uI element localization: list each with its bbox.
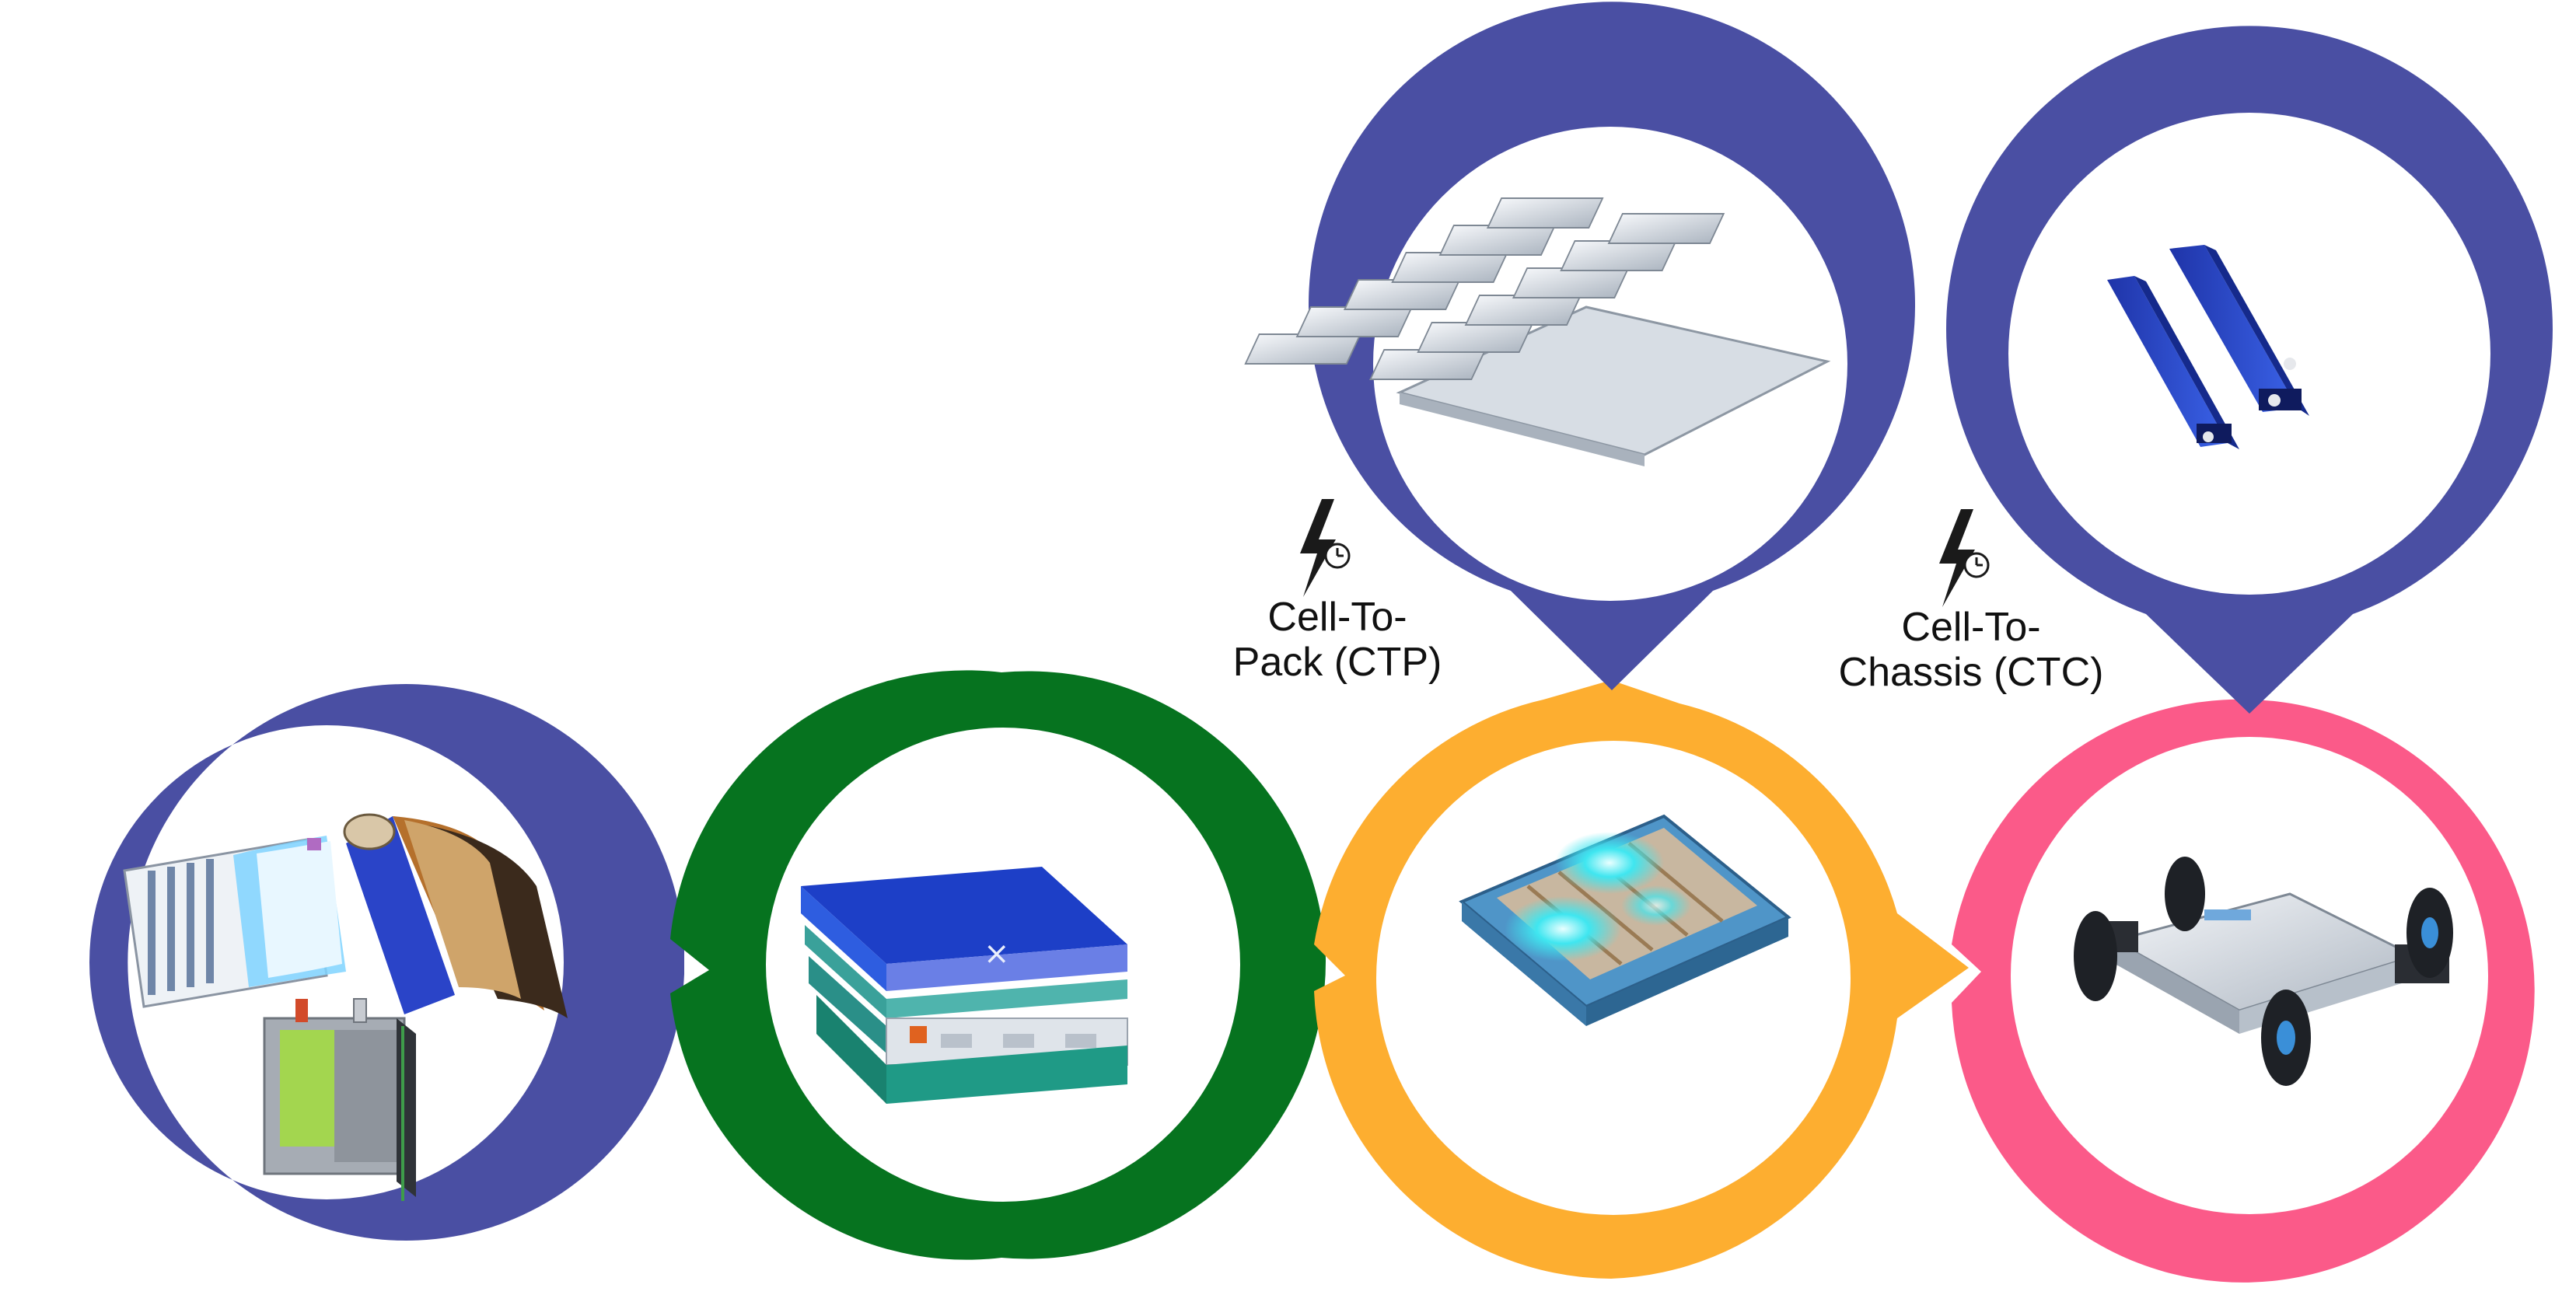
battery-pack-icon: [1459, 814, 1791, 1026]
blade-cells-icon: [2107, 245, 2309, 449]
svg-text:×: ×: [984, 936, 1010, 972]
ctp-inset-ring: [1309, 2, 1916, 690]
battery-cell-types-icon: [123, 813, 568, 1201]
chassis-node: [1952, 699, 2535, 1283]
ctc-label: Cell-To- Chassis (CTC): [1816, 605, 2127, 695]
ctc-label-line1: Cell-To-: [1901, 605, 2041, 650]
ctc-inset-ring: [1946, 26, 2553, 714]
ev-skateboard-chassis-icon: [2074, 857, 2453, 1086]
ctc-inset-node: [1946, 26, 2553, 714]
prismatic-cell: [263, 998, 416, 1201]
ctp-inset-node: [1244, 2, 1916, 690]
module-node: ×: [670, 670, 1326, 1260]
pack-node: [1314, 680, 1969, 1279]
cell-node: [89, 683, 684, 1241]
pouch-cell: [123, 836, 346, 1008]
ctp-fast-charging-bolt-icon: [1300, 499, 1351, 597]
ctc-label-line2: Chassis (CTC): [1838, 650, 2104, 696]
ctp-label: Cell-To- Pack (CTP): [1225, 595, 1450, 685]
prismatic-cell-array-icon: [1244, 197, 1831, 466]
ctp-label-line2: Pack (CTP): [1232, 640, 1442, 686]
battery-module-icon: ×: [801, 867, 1128, 1104]
ctc-fast-charging-bolt-icon: [1939, 509, 1990, 607]
cell-ring: [89, 683, 684, 1241]
pack-ring: [1314, 680, 1969, 1279]
cylindrical-cell: [343, 813, 568, 1018]
ctp-label-line1: Cell-To-: [1267, 595, 1407, 640]
